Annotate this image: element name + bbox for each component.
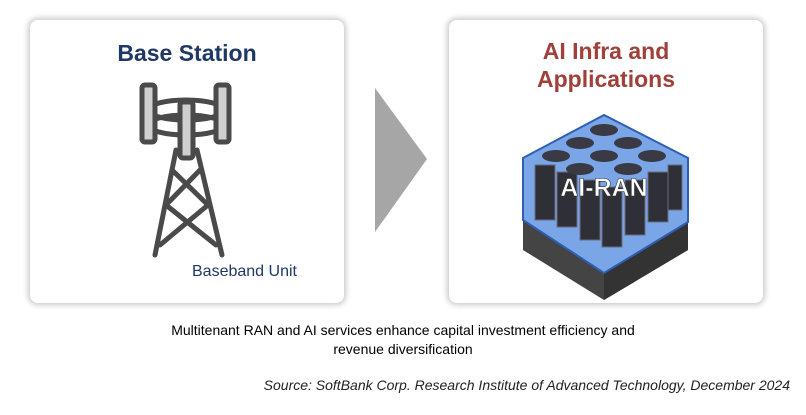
caption-line1: Multitenant RAN and AI services enhance … xyxy=(171,322,635,338)
title-line1: AI Infra and xyxy=(542,38,670,64)
baseband-unit-label: Baseband Unit xyxy=(192,263,297,280)
caption-line2: revenue diversification xyxy=(333,341,473,357)
base-station-panel: Base Station Baseband Unit xyxy=(30,20,344,303)
title-line2: Applications xyxy=(536,66,675,92)
base-station-title: Base Station xyxy=(117,40,257,66)
ai-infra-panel: AI Infra and Applications xyxy=(449,20,763,303)
source-note: Source: SoftBank Corp. Research Institut… xyxy=(263,377,790,393)
ai-infra-title: AI Infra and Applications xyxy=(449,37,763,93)
transition-arrow-icon xyxy=(375,88,427,232)
